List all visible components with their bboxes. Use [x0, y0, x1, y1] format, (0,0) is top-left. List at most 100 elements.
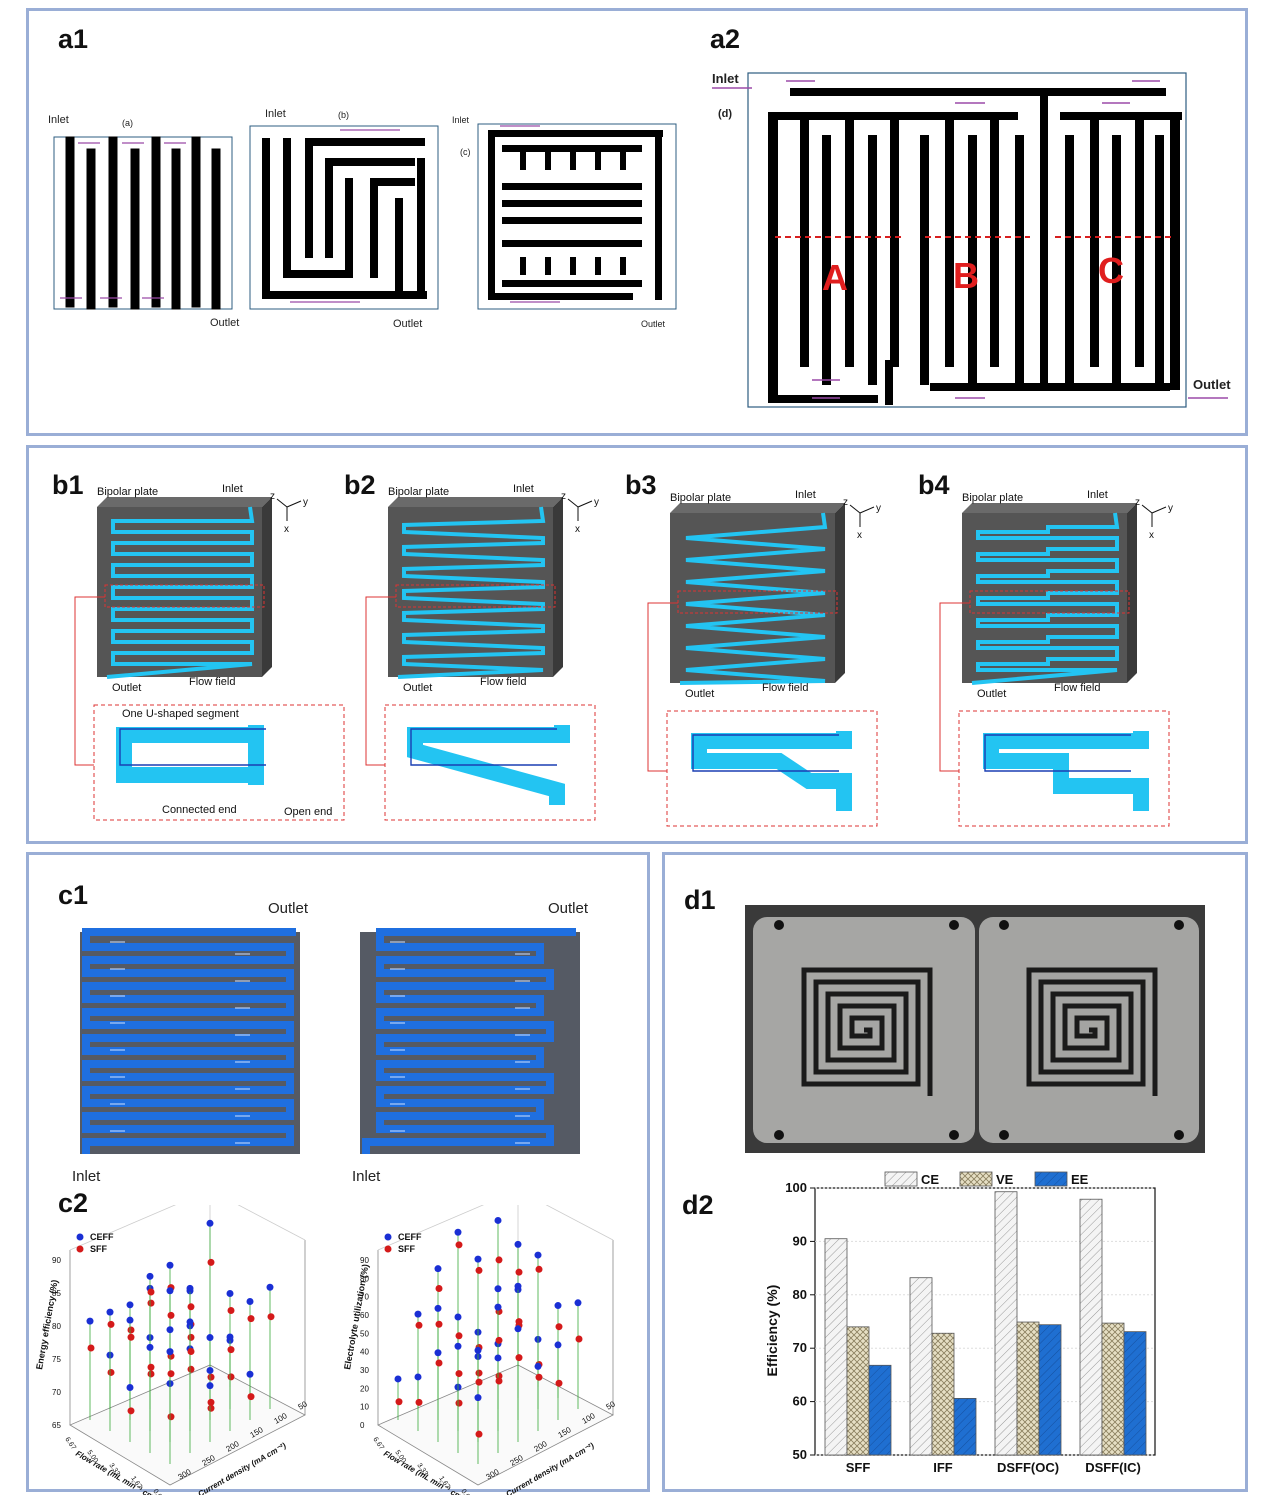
a1-inlet-b: Inlet: [265, 108, 286, 120]
a1-outlet-b: Outlet: [393, 318, 423, 330]
d2-bar-ee: [1123, 1331, 1147, 1456]
c2-point-ceff: [206, 1219, 214, 1227]
a2-finger: [845, 112, 854, 367]
c2-point-ceff: [474, 1346, 482, 1354]
c1-inlet-right: Inlet: [352, 1168, 381, 1185]
d2-bar-ve: [931, 1332, 955, 1456]
d1-bolt-hole: [774, 1130, 784, 1140]
c2-legend-ceff: CEFF: [398, 1232, 422, 1242]
a1-pattern-a: [53, 136, 233, 310]
c2-point-ceff: [414, 1373, 422, 1381]
b-zoom-box: [666, 710, 878, 827]
c2-point-sff: [515, 1318, 523, 1326]
c1-inlet-left: Inlet: [72, 1168, 101, 1185]
d2-legend-swatch: [1034, 1171, 1068, 1187]
label-a1: a1: [58, 24, 89, 54]
d1-photo-plates: [745, 905, 1205, 1153]
a2-finger: [920, 135, 929, 385]
d2-ytick: 90: [793, 1233, 807, 1248]
c2-point-ceff: [494, 1285, 502, 1293]
d1-bolt-hole: [1174, 920, 1184, 930]
c2-point-ceff: [514, 1325, 522, 1333]
d1-bolt-hole: [999, 920, 1009, 930]
b-axis-y: y: [594, 497, 599, 508]
c2-point-ceff: [454, 1342, 462, 1350]
a2-finger: [1015, 135, 1024, 385]
c2-point-sff: [515, 1268, 523, 1276]
b-zoom-channel: [983, 731, 1149, 811]
c1-field-1: [80, 928, 300, 1154]
c2-point-ceff: [126, 1316, 134, 1324]
c2-current-tick: 50: [605, 1399, 618, 1412]
b-zoom-channel: [691, 731, 852, 811]
b-channel: [971, 512, 1120, 685]
d1-bolt-hole: [1174, 1130, 1184, 1140]
c2-point-sff: [87, 1344, 95, 1352]
a1-serpentines: A B C: [53, 72, 1228, 408]
c2-point-ceff: [206, 1382, 214, 1390]
c2-ztick: 40: [360, 1348, 369, 1357]
c2-point-ceff: [246, 1298, 254, 1306]
c2-point-sff: [575, 1335, 583, 1343]
c2-legend-ceff-marker: [384, 1233, 392, 1241]
b-axis-x: x: [857, 530, 862, 541]
c2-ztick: 80: [360, 1274, 369, 1283]
b-flowfield-label: Flow field: [189, 676, 235, 688]
b-axis-x: x: [575, 524, 580, 535]
c2-point-sff: [495, 1256, 503, 1264]
c2-point-ceff: [106, 1308, 114, 1316]
d2-legend-swatch: [959, 1171, 993, 1187]
d1-bolt-hole: [774, 920, 784, 930]
b-channel: [106, 506, 255, 679]
a2-finger: [990, 112, 999, 367]
a2-outlet: Outlet: [1193, 377, 1231, 392]
d2-legend-ce: CE: [921, 1172, 939, 1187]
b-channel: [679, 512, 828, 685]
a2-sub-d: (d): [718, 108, 733, 120]
a1-inlet-c: Inlet: [452, 115, 470, 125]
d2-bar-ce: [909, 1277, 933, 1456]
c2-point-ceff: [226, 1333, 234, 1341]
b-outlet-label: Outlet: [977, 688, 1006, 700]
b-highlight: [677, 590, 838, 614]
b-highlight: [969, 590, 1130, 614]
c2-point-ceff: [166, 1326, 174, 1334]
c2-point-sff: [475, 1369, 483, 1377]
b-connected-end-label: Connected end: [162, 804, 237, 816]
c2-point-sff: [455, 1332, 463, 1340]
label-c1: c1: [58, 880, 89, 910]
c2-point-ceff: [86, 1317, 94, 1325]
c2-point-sff: [247, 1393, 255, 1401]
a2-finger: [822, 135, 831, 385]
c2-point-ceff: [126, 1384, 134, 1392]
b-zoom-box: [958, 710, 1170, 827]
c2-legend-ceff: CEFF: [90, 1232, 114, 1242]
a2-finger: [1065, 135, 1074, 385]
c2-legend-sff: SFF: [90, 1244, 108, 1254]
a2-finger: [1135, 112, 1144, 367]
b-zoom-box: [93, 704, 345, 821]
c2-point-ceff: [554, 1302, 562, 1310]
label-d1: d1: [684, 885, 716, 915]
c2-point-ceff: [186, 1284, 194, 1292]
b-flowfield-label: Flow field: [762, 682, 808, 694]
c2-ztick: 85: [52, 1289, 61, 1298]
c1-channel: [82, 928, 296, 1154]
c2-point-ceff: [434, 1304, 442, 1312]
c2-point-sff: [227, 1306, 235, 1314]
c2-flow-tick: 6.67: [63, 1436, 77, 1451]
c2-point-sff: [435, 1285, 443, 1293]
c2-point-ceff: [494, 1216, 502, 1224]
b-axis-z: z: [843, 497, 848, 508]
b-outlet-label: Outlet: [685, 688, 714, 700]
c1-outlet-left: Outlet: [268, 900, 309, 917]
label-b4: b4: [918, 470, 950, 500]
c2-point-ceff: [146, 1272, 154, 1280]
c2-point-sff: [167, 1413, 175, 1421]
c2-point-sff: [127, 1407, 135, 1415]
c2-point-ceff: [394, 1375, 402, 1383]
a1-pattern-b: [249, 125, 439, 310]
b-open-end-label: Open end: [284, 806, 332, 818]
